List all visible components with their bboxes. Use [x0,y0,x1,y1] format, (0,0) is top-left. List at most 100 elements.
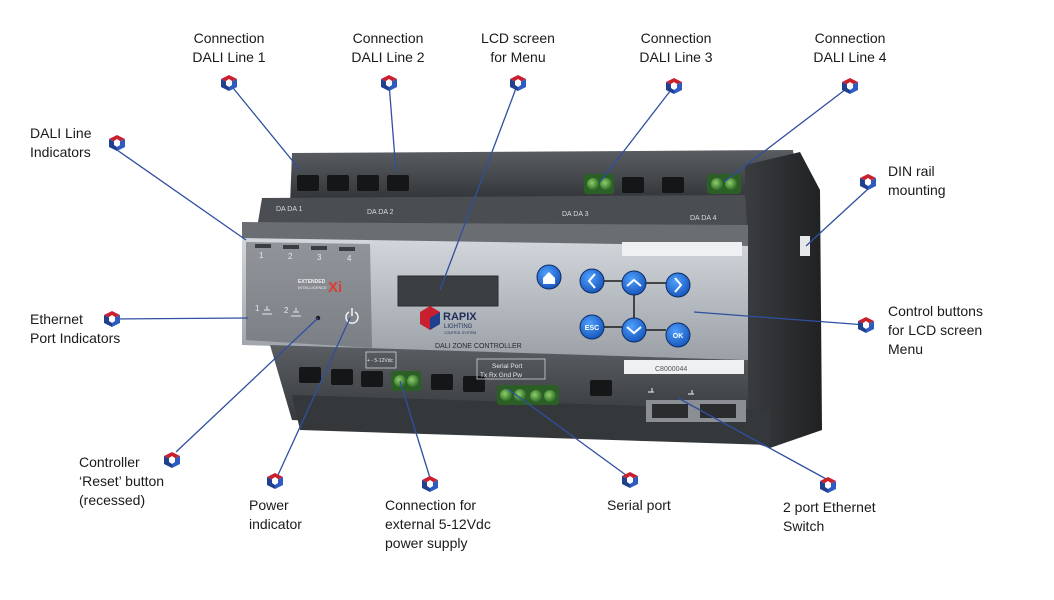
callout-din-rail: DIN rail mounting [888,162,946,200]
model-name: DALI ZONE CONTROLLER [435,343,522,350]
cube-marker-icon [221,75,237,91]
terminal-label-2: DA DA 2 [367,209,394,216]
din-rail-clip [800,236,810,256]
badge-text-2: INTELLIGENCE [298,285,327,290]
lcd-screen [397,275,499,307]
callout-line: Connection [640,30,712,46]
callout-line: LCD screen [481,30,555,46]
cube-marker-icon [104,311,120,327]
callout-line: DALI Line 2 [351,49,425,65]
cube-marker-icon [109,135,125,151]
brand-name: RAPIX [443,311,477,323]
callout-line: Serial port [607,497,671,513]
brand-sub: LIGHTING [444,324,473,330]
callout-power-indicator: Power indicator [249,496,302,534]
terminal-label-3: DA DA 3 [562,211,589,218]
ethernet-port-indicators: 1 2 [255,304,301,317]
port-number-1: 1 [255,304,260,313]
ok-button[interactable]: OK [665,322,691,348]
home-button[interactable] [536,264,562,290]
bottom-terminals [299,367,612,396]
callout-control-buttons: Control buttons for LCD screen Menu [888,302,983,359]
callout-line: Connection [193,30,265,46]
chevron-left-icon [587,273,596,289]
callout-line: indicator [249,516,302,532]
callout-dali-line-3: Connection DALI Line 3 [632,29,720,67]
power-label-box [365,351,397,369]
cube-marker-icon [820,477,836,493]
terminal-labels: DA DA 1 DA DA 2 DA DA 3 DA DA 4 [276,206,717,222]
port-number-2: 2 [284,306,289,315]
serial-port-connector [497,385,559,405]
eth-icon-2 [291,308,301,317]
ok-label: OK [673,333,684,340]
callout-line: for Menu [490,49,546,65]
callout-line: Port Indicators [30,330,121,346]
power-label: + - 5-12Vdc [367,358,393,364]
callout-line: Connection for [385,497,477,513]
line-number-2: 2 [288,252,293,261]
callout-line: mounting [888,182,946,198]
eth-icon-1 [262,306,272,315]
line-number-1: 1 [259,251,264,260]
ethernet-switch [646,388,746,422]
callout-line: Power [249,497,289,513]
callout-dali-line-1: Connection DALI Line 1 [185,29,273,67]
callout-line: DIN rail [888,163,935,179]
callout-line: ‘Reset’ button [79,473,165,489]
rapix-logo: RAPIX LIGHTING CONTROL SYSTEM [420,306,477,335]
line-number-4: 4 [347,254,352,263]
power-indicator [345,308,359,324]
dali-line-4-connector [707,174,741,194]
serial-label-plate [624,360,744,374]
xi-badge: EXTENDED INTELLIGENCE Xi [298,279,342,296]
cube-marker-icon [510,75,526,91]
callout-ethernet-indicators: Ethernet Port Indicators [30,310,120,348]
cube-marker-icon [842,78,858,94]
cube-marker-icon [860,174,876,190]
cube-marker-icon [622,472,638,488]
side-body [745,152,822,448]
callout-reset: Controller ‘Reset’ button (recessed) [79,453,164,510]
callout-line: Control buttons [888,303,983,319]
dali-zone-controller-device: DA DA 1 DA DA 2 DA DA 3 DA DA 4 1 2 3 4 … [242,150,822,448]
callout-line: DALI Line [30,125,92,141]
callout-serial-port: Serial port [607,496,671,515]
side-label [622,242,742,256]
left-button[interactable] [579,268,605,294]
callout-line: external 5-12Vdc [385,516,491,532]
button-connector-lines [604,280,666,331]
badge-mark: Xi [328,279,342,296]
chevron-up-icon [626,278,642,287]
chevron-down-icon [626,326,642,335]
serial-number: C8000044 [655,366,687,373]
callout-line: 2 port Ethernet [783,499,876,515]
callout-line: Indicators [30,144,91,160]
right-button[interactable] [665,272,691,298]
callout-line: DALI Line 4 [813,49,887,65]
cube-marker-icon [381,75,397,91]
callout-line: (recessed) [79,492,146,508]
serial-label-bottom: Tx Rx Gnd Pw [480,372,522,379]
serial-label-top: Serial Port [492,363,523,370]
cube-marker-icon [666,78,682,94]
top-terminals [297,175,684,193]
control-buttons: ESC OK [536,264,691,348]
badge-text-1: EXTENDED [298,279,326,285]
callout-line: for LCD screen [888,322,983,338]
callout-line: Switch [783,518,825,534]
leader-lines [111,82,869,481]
callout-dali-line-2: Connection DALI Line 2 [344,29,432,67]
esc-button[interactable]: ESC [579,314,605,340]
callout-line: DALI Line 3 [639,49,713,65]
callout-line: power supply [385,535,468,551]
cube-marker-icon [164,452,180,468]
dali-line-3-connector [584,174,614,194]
cube-marker-icon [422,476,438,492]
callout-line: DALI Line 1 [192,49,266,65]
callout-dali-line-4: Connection DALI Line 4 [806,29,894,67]
callout-line: Controller [79,454,140,470]
power-supply-connector [391,371,421,391]
